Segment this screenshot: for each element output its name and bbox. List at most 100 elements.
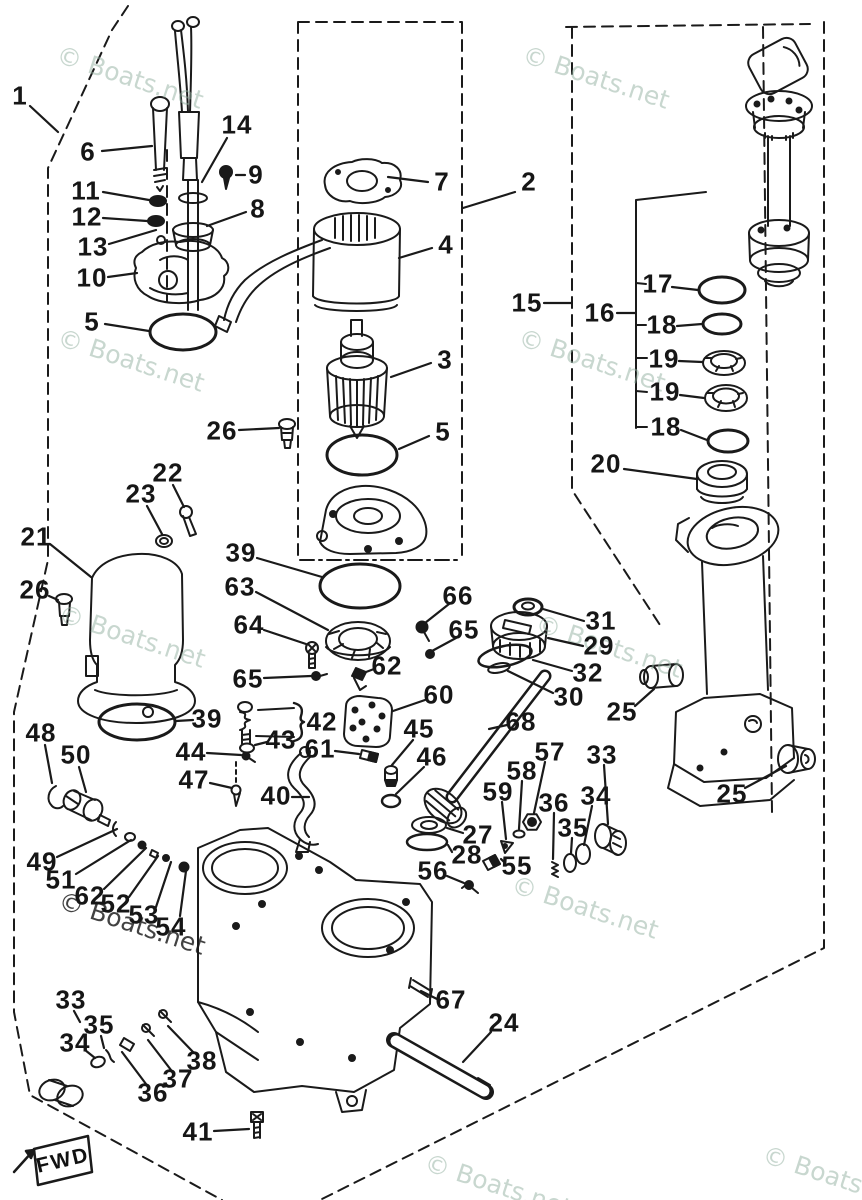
callout-48: 48: [25, 717, 57, 748]
motor-wires: [214, 239, 331, 333]
callout-39: 39: [225, 537, 257, 568]
callout-39: 39: [191, 703, 223, 734]
callout-26: 26: [206, 415, 238, 446]
callout-33: 33: [586, 739, 618, 770]
pin-61: [359, 749, 379, 763]
callout-10: 10: [76, 262, 108, 293]
valve-45: [384, 765, 398, 787]
callout-17: 17: [642, 268, 674, 299]
ring-18a: [701, 312, 743, 336]
callout-11: 11: [71, 175, 101, 206]
clip-62: [351, 667, 367, 691]
callout-42: 42: [306, 706, 338, 737]
callout-29: 29: [583, 630, 615, 661]
tilt-rod-assembly: [745, 36, 813, 288]
callout-25: 25: [716, 778, 748, 809]
bushing-33-right: [594, 823, 627, 856]
callout-27: 27: [462, 819, 494, 850]
callout-5: 5: [84, 306, 100, 337]
callout-21: 21: [20, 521, 52, 552]
callout-58: 58: [506, 755, 538, 786]
callout-46: 46: [416, 741, 448, 772]
callout-49: 49: [26, 846, 58, 877]
callout-59: 59: [482, 776, 514, 807]
screw-64: [305, 641, 319, 669]
motor-upper-bracket-7: [323, 158, 402, 205]
pump-base-plate: [316, 484, 428, 555]
callout-7: 7: [434, 166, 450, 197]
washer-43: [239, 742, 255, 754]
cone-59: [500, 840, 514, 854]
bolt-41: [250, 1111, 264, 1139]
bolt-42-with-spring: [237, 701, 306, 745]
washer-30: [487, 662, 511, 674]
callout-3: 3: [437, 344, 453, 375]
callout-1: 1: [12, 80, 28, 111]
callout-23: 23: [125, 478, 157, 509]
callout-61: 61: [304, 733, 336, 764]
pump-rotor-29: [490, 611, 548, 660]
washer-23: [155, 534, 173, 548]
stud-67: [408, 977, 433, 1000]
o-ring-39-center: [318, 562, 402, 610]
callout-20: 20: [590, 448, 622, 479]
o-ring-5-left: [148, 312, 218, 352]
callout-9: 9: [248, 159, 264, 190]
motor-assembly-4: [312, 212, 401, 312]
callout-65: 65: [448, 614, 480, 645]
callout-52: 52: [100, 888, 132, 919]
callout-18: 18: [646, 309, 678, 340]
callout-30: 30: [553, 681, 585, 712]
callout-60: 60: [423, 679, 455, 710]
callout-51: 51: [45, 864, 77, 895]
callout-53: 53: [128, 899, 160, 930]
callout-6: 6: [80, 136, 96, 167]
motor-lead-wires-14: [171, 16, 200, 181]
callout-54: 54: [155, 911, 187, 942]
seal-19b: [704, 384, 748, 412]
screw-44: [241, 751, 256, 763]
bolt-6: [150, 96, 170, 192]
callout-44: 44: [175, 736, 207, 767]
cup-seal-20: [696, 460, 748, 504]
washer-27: [411, 816, 447, 834]
boundary-dashed-lines: [13, 5, 825, 1200]
seal-ring-63: [325, 621, 391, 661]
callout-32: 32: [572, 657, 604, 688]
callout-15: 15: [511, 287, 543, 318]
gear-pump-housing-10: [133, 240, 230, 305]
callout-14: 14: [221, 109, 253, 140]
o-ring-35-right: [563, 853, 577, 873]
o-ring-28: [405, 832, 449, 852]
bolt-22: [179, 505, 197, 537]
callout-65: 65: [232, 663, 264, 694]
callout-50: 50: [60, 739, 92, 770]
tilt-cylinder-body: [667, 505, 795, 807]
callout-18: 18: [650, 411, 682, 442]
reservoir-21: [77, 552, 196, 724]
callout-4: 4: [438, 229, 454, 260]
callout-24: 24: [488, 1007, 520, 1038]
screw-65-right: [425, 649, 435, 659]
callout-47: 47: [178, 764, 210, 795]
screw-56: [461, 880, 479, 894]
gear-pump-60: [343, 695, 393, 748]
callout-35: 35: [83, 1009, 115, 1040]
o-ring-5-center: [325, 433, 399, 477]
callout-38: 38: [186, 1045, 218, 1076]
callout-62: 62: [371, 650, 403, 681]
bolt-47: [230, 761, 242, 807]
callout-68: 68: [505, 706, 537, 737]
callout-22: 22: [152, 457, 184, 488]
callout-12: 12: [71, 201, 103, 232]
callout-35: 35: [557, 812, 589, 843]
tilt-pin-24: [386, 1032, 494, 1100]
callout-33: 33: [55, 984, 87, 1015]
screw-65-left: [311, 671, 328, 681]
callout-63: 63: [224, 571, 256, 602]
valve-26-left: [55, 593, 73, 626]
callout-19: 19: [649, 376, 681, 407]
callout-62: 62: [74, 880, 106, 911]
washers-11-12-13: [147, 195, 167, 245]
